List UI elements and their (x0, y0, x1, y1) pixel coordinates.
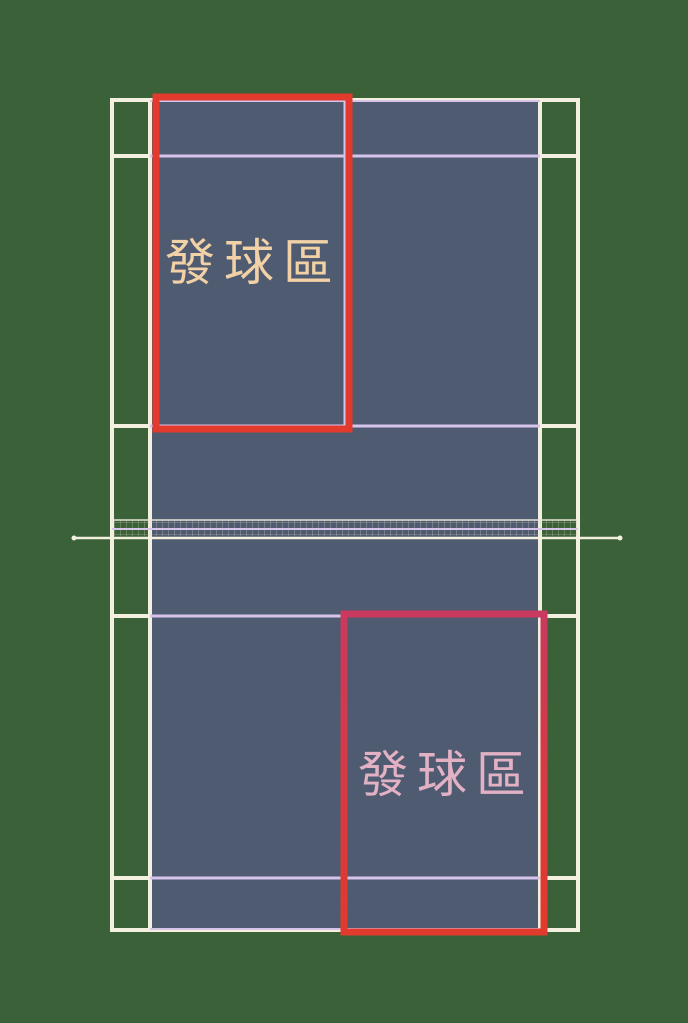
bottom-service-zone-outline (340, 610, 548, 936)
net-post-right (617, 535, 623, 541)
net (71, 519, 623, 541)
top-service-zone-label: 發球區 (165, 234, 342, 292)
top-service-zone-outline (152, 93, 353, 433)
bottom-service-zone-label: 發球區 (358, 746, 535, 804)
net-post-left (71, 535, 77, 541)
